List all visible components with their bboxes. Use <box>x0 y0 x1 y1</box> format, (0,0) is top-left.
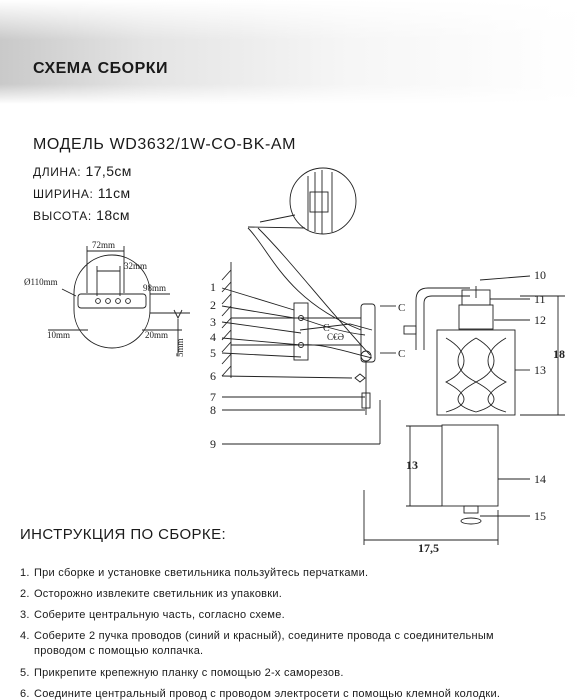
dim-10: 10mm <box>47 330 70 340</box>
lamp-assembly <box>415 286 516 525</box>
spec-width-label: ШИРИНА: <box>33 187 94 201</box>
callout-1: 1 <box>210 280 216 294</box>
instruction-step-continued: проводом с помощью колпачка. <box>20 645 203 657</box>
spec-length-label: ДЛИНА: <box>33 165 82 179</box>
callout-10: 10 <box>534 268 546 282</box>
step-text: Соедините центральный провод с проводом … <box>34 688 501 700</box>
bracket-detail <box>48 246 190 356</box>
instruction-step: 6. Соедините центральный провод с проводо… <box>20 688 500 700</box>
step-number: 1. <box>20 567 30 579</box>
dim-diameter: Ø110mm <box>24 277 58 287</box>
callout-12: 12 <box>534 313 546 327</box>
spec-width-value: 11см <box>97 185 131 201</box>
callout-2: 2 <box>210 298 216 312</box>
spec-height-value: 18см <box>96 207 130 223</box>
instruction-step: 4. Соберите 2 пучка проводов (синий и кра… <box>20 630 494 642</box>
callout-13: 13 <box>534 363 546 377</box>
dim-72: 72mm <box>92 240 115 250</box>
callout-14: 14 <box>534 472 546 486</box>
svg-text:C: C <box>398 302 405 314</box>
model-name: МОДЕЛЬ WD3632/1W-CO-BK-AM <box>33 136 297 153</box>
step-text: При сборке и установке светильника польз… <box>34 567 369 579</box>
callout-5: 5 <box>210 346 216 360</box>
mounting-assembly: C C€Ә C C <box>231 227 417 415</box>
instruction-step: 5. Прикрепите крепежную планку с помощью … <box>20 667 344 679</box>
wall-section <box>221 262 232 378</box>
step-text: Прикрепите крепежную планку с помощью 2-… <box>34 667 344 679</box>
step-number: 2. <box>20 588 30 600</box>
dim-20: 20mm <box>145 330 168 340</box>
spec-height-label: ВЫСОТА: <box>33 209 92 223</box>
dim-length-label: 17,5 <box>418 541 439 555</box>
callout-6: 6 <box>210 369 216 383</box>
step-number: 3. <box>20 609 30 621</box>
spec-height: ВЫСОТА: 18см <box>33 207 130 223</box>
svg-text:C: C <box>398 348 405 360</box>
callout-9: 9 <box>210 437 216 451</box>
callout-4: 4 <box>210 330 216 344</box>
dim-5: 5mm <box>175 338 185 357</box>
instruction-step: 2. Осторожно извлеките светильник из упак… <box>20 588 282 600</box>
spec-length: ДЛИНА: 17,5см <box>33 163 132 179</box>
dim-98: 98mm <box>143 283 166 293</box>
callout-7: 7 <box>210 390 216 404</box>
step-text: Осторожно извлеките светильник из упаков… <box>34 588 283 600</box>
dimension-lines <box>363 295 565 545</box>
svg-text:C€Ә: C€Ә <box>327 332 345 342</box>
instructions-title: ИНСТРУКЦИЯ ПО СБОРКЕ: <box>20 526 227 543</box>
dim-shade-height-label: 13 <box>406 458 418 472</box>
spec-length-value: 17,5см <box>85 163 132 179</box>
spec-width: ШИРИНА: 11см <box>33 185 131 201</box>
callout-3: 3 <box>210 315 216 329</box>
page-title: СХЕМА СБОРКИ <box>33 60 169 77</box>
callout-8: 8 <box>210 403 216 417</box>
dim-32: 32mm <box>124 261 147 271</box>
callout-11: 11 <box>534 292 546 306</box>
wire-detail-magnified <box>247 167 357 235</box>
step-number: 4. <box>20 630 30 642</box>
step-text: Соберите центральную часть, согласно схе… <box>34 609 285 621</box>
step-text: проводом с помощью колпачка. <box>34 645 204 657</box>
callout-leaders <box>221 275 531 517</box>
assembly-diagram: C C€Ә C C <box>24 167 565 555</box>
dim-height-label: 18 <box>553 347 565 361</box>
step-number: 5. <box>20 667 30 679</box>
svg-text:C: C <box>323 323 330 334</box>
instruction-step: 3. Соберите центральную часть, согласно с… <box>20 609 285 621</box>
callout-15: 15 <box>534 509 546 523</box>
instruction-step: 1. При сборке и установке светильника пол… <box>20 567 368 579</box>
step-number: 6. <box>20 688 30 700</box>
header-band <box>0 0 584 104</box>
step-text: Соберите 2 пучка проводов (синий и красн… <box>34 630 494 642</box>
